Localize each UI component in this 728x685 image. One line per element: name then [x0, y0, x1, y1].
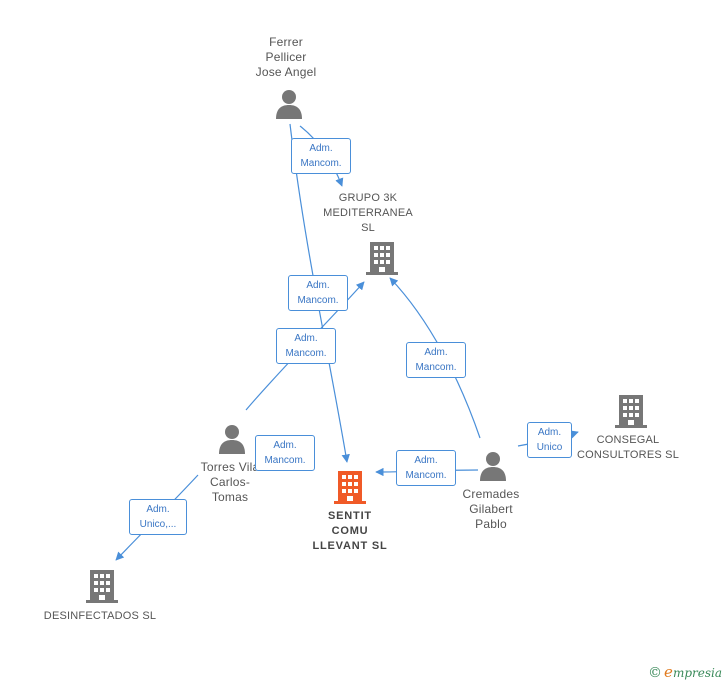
- brand-logo-e: e: [664, 663, 673, 681]
- person-icon-ferrer[interactable]: [274, 88, 304, 125]
- company-name-grupo3k[interactable]: GRUPO 3K MEDITERRANEA SL: [323, 192, 413, 234]
- company-name-consegal[interactable]: CONSEGAL CONSULTORES SL: [576, 434, 680, 461]
- person-name-ferrer[interactable]: Ferrer Pellicer Jose Angel: [255, 35, 317, 79]
- edge-label-torres-sentit[interactable]: Adm. Mancom.: [255, 435, 315, 471]
- copyright-symbol: ©: [648, 665, 663, 681]
- building-icon-desinfectados[interactable]: [86, 568, 118, 609]
- building-icon: [86, 570, 118, 603]
- brand-logo-text: mpresia: [672, 666, 722, 680]
- edge-label-cremades-sentit[interactable]: Adm. Mancom.: [396, 450, 456, 486]
- building-icon: [366, 242, 398, 275]
- brand-footer[interactable]: ©empresia: [648, 663, 722, 681]
- person-icon: [276, 90, 302, 119]
- edge-label-torres-desinfectados[interactable]: Adm. Unico,...: [129, 499, 187, 535]
- edge-label-cremades-consegal[interactable]: Adm. Unico: [527, 422, 572, 458]
- building-icon-sentit[interactable]: [334, 469, 366, 510]
- person-name-cremades[interactable]: Cremades Gilabert Pablo: [462, 487, 520, 531]
- building-icon: [615, 395, 647, 428]
- edge-label-torres-grupo3k[interactable]: Adm. Mancom.: [276, 328, 336, 364]
- building-icon: [334, 471, 366, 504]
- building-icon-grupo3k[interactable]: [366, 240, 398, 281]
- person-name-torres[interactable]: Torres Vila Carlos- Tomas: [200, 460, 260, 504]
- edge-label-ferrer-sentit[interactable]: Adm. Mancom.: [288, 275, 348, 311]
- person-icon: [219, 425, 245, 454]
- company-name-desinfectados[interactable]: DESINFECTADOS SL: [43, 610, 157, 622]
- edge-label-ferrer-grupo3k[interactable]: Adm. Mancom.: [291, 138, 351, 174]
- person-icon-cremades[interactable]: [478, 450, 508, 487]
- building-icon-consegal[interactable]: [615, 393, 647, 434]
- person-icon-torres[interactable]: [217, 423, 247, 460]
- person-icon: [480, 452, 506, 481]
- company-name-sentit[interactable]: SENTIT COMU LLEVANT SL: [312, 510, 388, 552]
- edge-label-cremades-grupo3k[interactable]: Adm. Mancom.: [406, 342, 466, 378]
